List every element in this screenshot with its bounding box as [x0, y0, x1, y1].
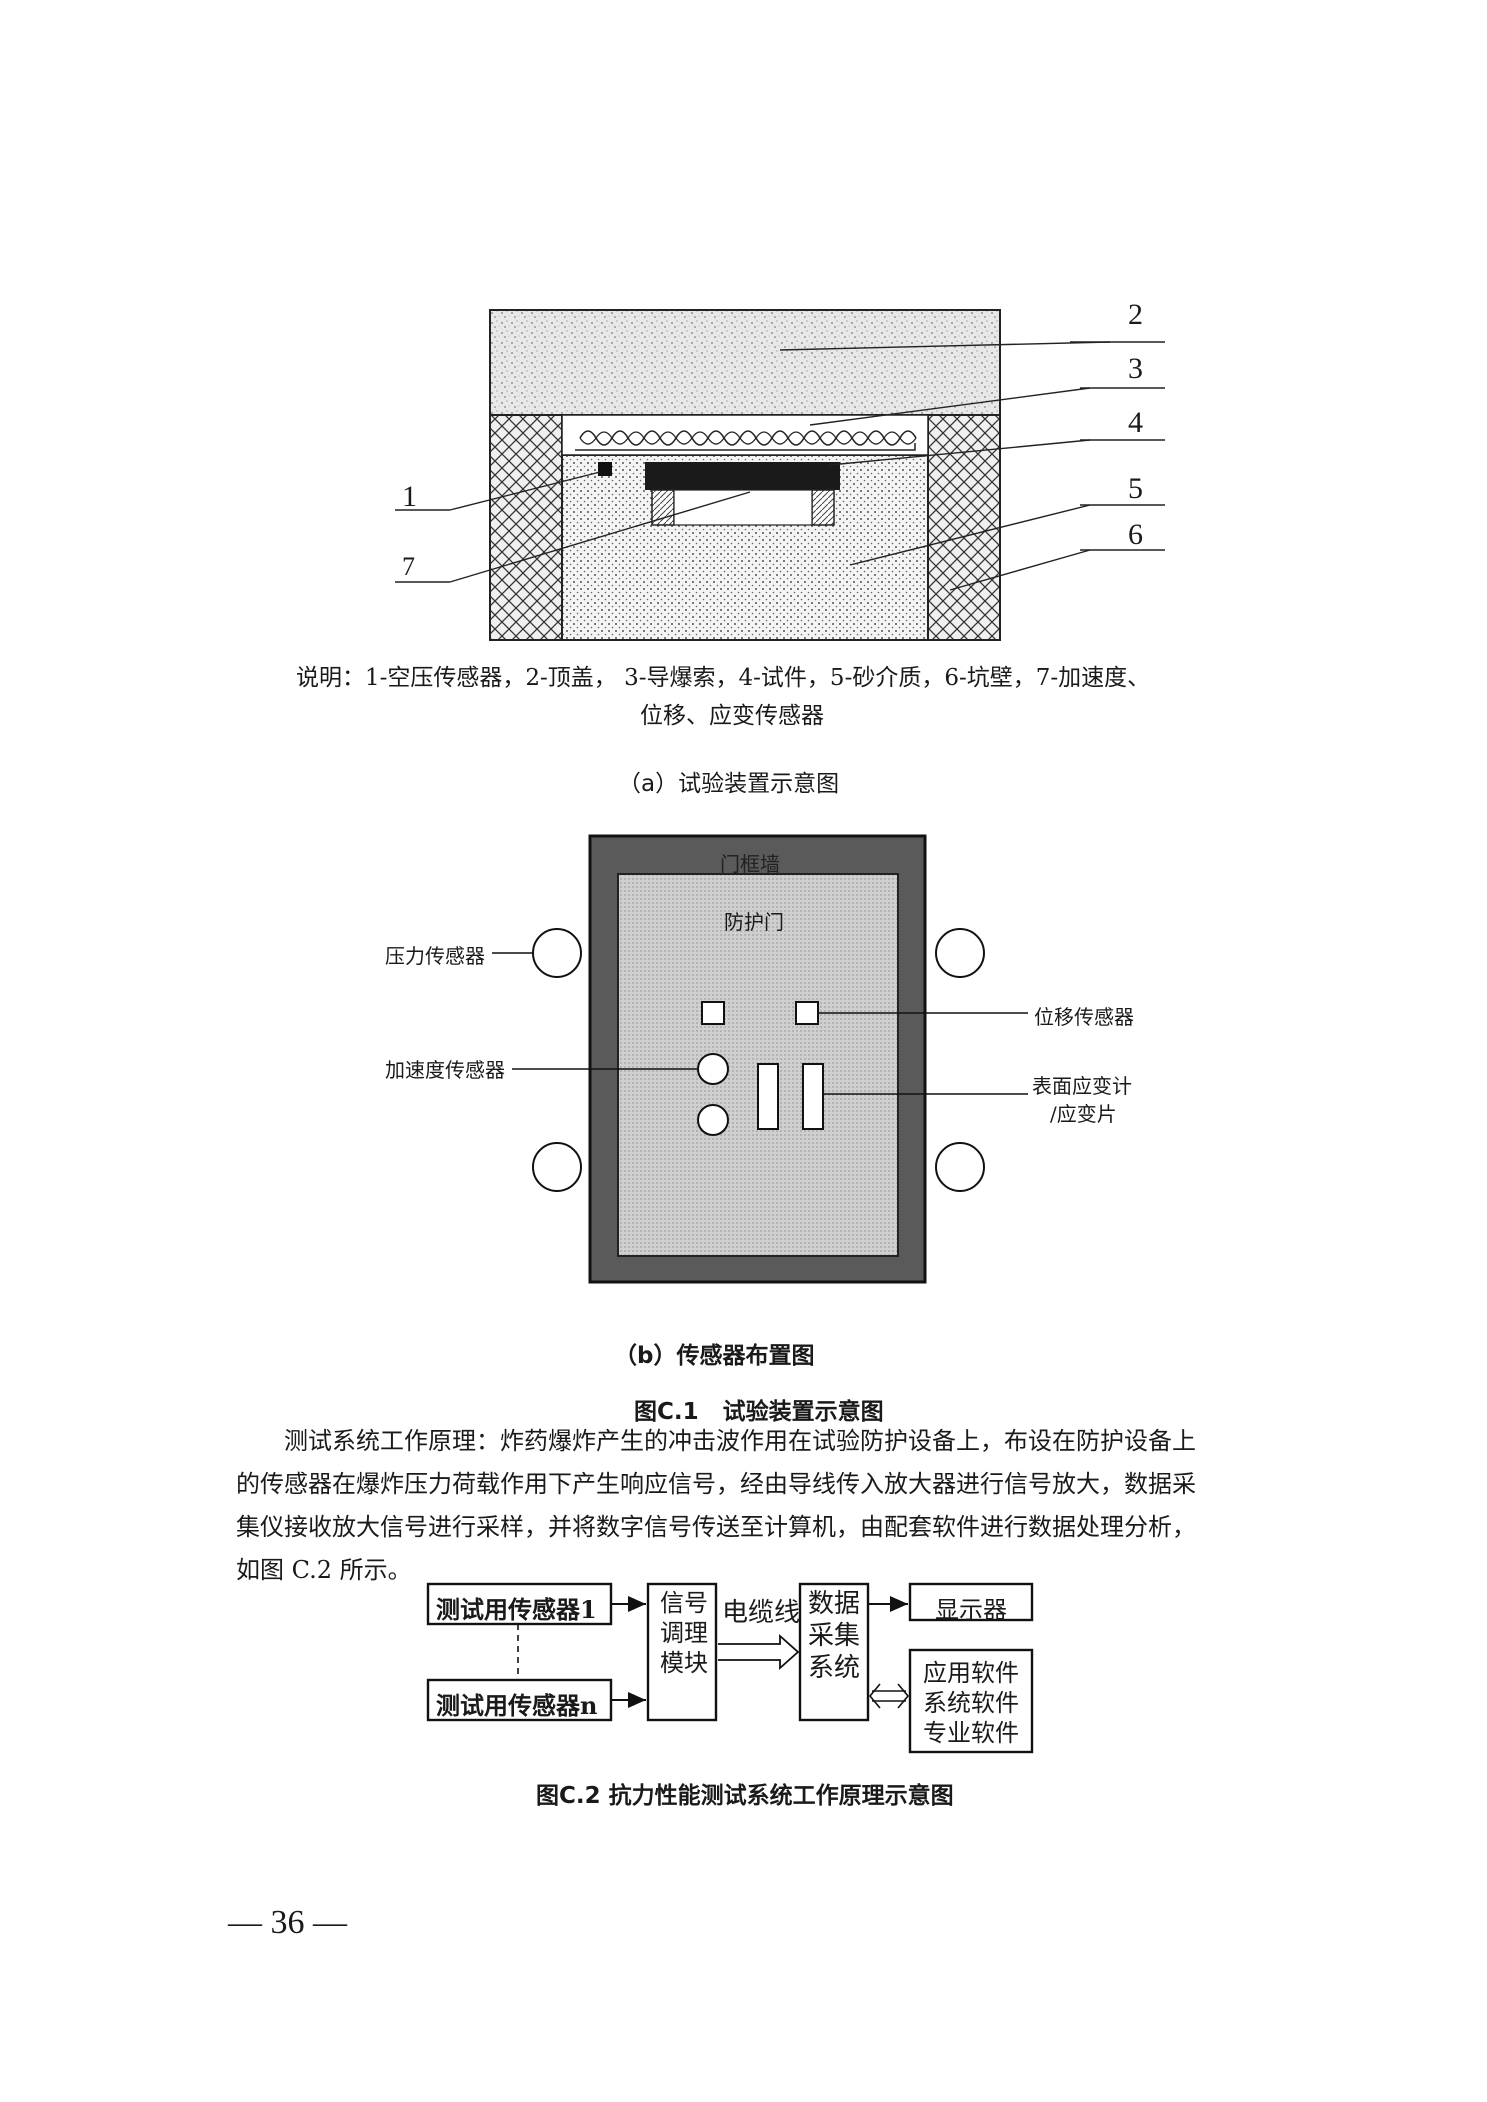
label-4: 4 — [1128, 406, 1143, 439]
signal-module-box — [646, 1582, 718, 1722]
signal-module-line-2: 调理 — [660, 1619, 708, 1647]
top-cover — [489, 309, 1001, 416]
acceleration-sensor-lower — [697, 1104, 729, 1136]
page-number: — 36 — — [228, 1904, 347, 1941]
displacement-sensor-left — [701, 1001, 725, 1025]
daq-line-1: 数据 — [807, 1589, 860, 1619]
figure-b-sensor-layout — [492, 834, 1028, 1284]
signal-module-line-1: 信号 — [660, 1589, 708, 1617]
software-line-3: 专业软件 — [923, 1719, 1019, 1747]
label-2: 2 — [1128, 298, 1143, 331]
pit-wall-right — [927, 414, 1001, 641]
label-5: 5 — [1128, 472, 1143, 505]
daq-line-3: 系统 — [807, 1653, 860, 1683]
sensor-1-label: 测试用传感器1 — [436, 1595, 597, 1624]
daq-box — [798, 1582, 870, 1722]
sensor-n-box — [426, 1678, 613, 1722]
paragraph-line-3: 集仪接收放大信号进行采样，并将数字信号传送至计算机，由配套软件进行数据处理分析， — [236, 1513, 1196, 1541]
display-label: 显示器 — [935, 1596, 1007, 1624]
specimen — [645, 462, 840, 490]
signal-module-line-3: 模块 — [660, 1649, 708, 1677]
figure-a-legend-line1: 说明：1-空压传感器，2-顶盖， 3-导爆索，4-试件，5-砂介质，6-坑壁，7… — [296, 665, 1151, 691]
signal-module-label: 信号 调理 模块 — [650, 1588, 718, 1678]
daq-label: 数据 采集 系统 — [800, 1588, 868, 1684]
paragraph-line-2: 的传感器在爆炸压力荷载作用下产生响应信号，经由导线传入放大器进行信号放大，数据采 — [236, 1470, 1196, 1498]
pit-wall-left — [489, 414, 563, 641]
air-pressure-sensor — [598, 462, 612, 476]
pressure-sensor-top-right — [935, 928, 985, 978]
acceleration-sensor-label: 加速度传感器 — [385, 1058, 505, 1082]
figure-b-subcaption: （b）传感器布置图 — [614, 1343, 815, 1369]
figure-c1-caption: 图C.1 试验装置示意图 — [634, 1399, 884, 1425]
paragraph-line-4: 如图 C.2 所示。 — [236, 1556, 412, 1584]
label-3: 3 — [1128, 352, 1143, 385]
acceleration-sensor-upper — [697, 1053, 729, 1085]
strain-gauge-label-line1: 表面应变计 — [1032, 1074, 1132, 1098]
door-label: 防护门 — [724, 910, 784, 934]
pressure-sensor-label: 压力传感器 — [385, 944, 485, 968]
paragraph-line-1: 测试系统工作原理：炸药爆炸产生的冲击波作用在试验防护设备上，布设在防护设备上 — [284, 1427, 1196, 1455]
software-label: 应用软件 系统软件 专业软件 — [910, 1658, 1032, 1748]
cable-label: 电缆线 — [722, 1598, 801, 1628]
strain-gauge-label-line2: /应变片 — [1050, 1102, 1117, 1126]
software-box — [908, 1648, 1034, 1754]
pressure-sensor-bottom-left — [532, 1142, 582, 1192]
detonating-cord — [579, 430, 917, 446]
sensor-n-label: 测试用传感器n — [436, 1691, 598, 1720]
software-line-1: 应用软件 — [923, 1659, 1019, 1687]
pressure-sensor-top-left — [532, 928, 582, 978]
figure-a-legend-line2: 位移、应变传感器 — [640, 703, 824, 729]
daq-line-2: 采集 — [807, 1621, 860, 1651]
frame-wall-label: 门框墙 — [720, 852, 780, 876]
figure-c2-caption: 图C.2 抗力性能测试系统工作原理示意图 — [536, 1783, 954, 1809]
strain-gauge-left — [757, 1063, 779, 1130]
strain-gauge-right — [802, 1063, 824, 1130]
figure-a-subcaption: （a）试验装置示意图 — [618, 771, 840, 797]
label-6: 6 — [1128, 518, 1143, 551]
label-7: 7 — [402, 552, 415, 581]
displacement-sensor-right — [795, 1001, 819, 1025]
figure-a-test-setup — [395, 309, 1165, 641]
software-line-2: 系统软件 — [923, 1689, 1019, 1717]
display-box — [908, 1582, 1034, 1622]
displacement-sensor-label: 位移传感器 — [1034, 1005, 1134, 1029]
figure-c2-block-diagram — [426, 1582, 1034, 1754]
label-1: 1 — [402, 480, 417, 513]
sensor-1-box — [426, 1582, 613, 1626]
pressure-sensor-bottom-right — [935, 1142, 985, 1192]
working-principle-paragraph: 测试系统工作原理：炸药爆炸产生的冲击波作用在试验防护设备上，布设在防护设备上 的… — [236, 1420, 1256, 1592]
